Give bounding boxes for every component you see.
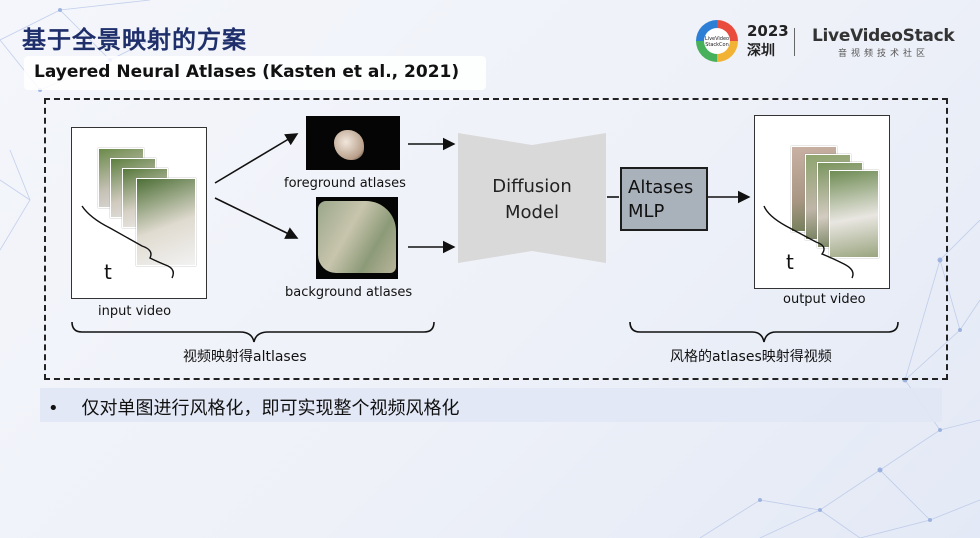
bullet-strip	[40, 388, 942, 422]
output-frame-4	[829, 170, 879, 258]
background-atlas-image	[316, 197, 398, 279]
diffusion-model-label: Diffusion Model	[492, 176, 572, 223]
logo-inner	[704, 28, 730, 54]
foreground-atlas-label: foreground atlases	[284, 176, 406, 191]
output-video-box	[754, 115, 890, 289]
foreground-atlas-image	[306, 116, 400, 170]
logo-badge-text: LiveVideo StackCon	[704, 36, 730, 48]
output-video-label: output video	[783, 292, 866, 307]
logo-year: 2023	[747, 22, 789, 40]
diffusion-model-shape	[458, 133, 606, 263]
subtitle-box	[24, 56, 486, 90]
logo-city: 深圳	[747, 43, 775, 59]
left-group-label: 视频映射得altlases	[183, 349, 307, 365]
right-group-label: 风格的atlases映射得视频	[670, 349, 832, 365]
brand-name: LiveVideoStack	[812, 26, 955, 46]
brand-subtitle: 音视频技术社区	[838, 49, 930, 59]
diagram-frame	[44, 98, 948, 380]
input-video-label: input video	[98, 304, 172, 319]
output-time-brace	[763, 205, 854, 279]
atlases-mlp-box	[620, 167, 708, 231]
input-video-box	[71, 127, 207, 299]
bullet-dot: •	[48, 398, 82, 419]
output-t-label: t	[786, 250, 794, 274]
background-atlas-label: background atlases	[285, 285, 413, 300]
page-subtitle: Layered Neural Atlases (Kasten et al., 2…	[34, 62, 460, 82]
page-title: 基于全景映射的方案	[22, 26, 247, 54]
atlases-mlp-label: Altases MLP	[628, 177, 694, 222]
input-t-label: t	[104, 260, 112, 284]
input-frame-4	[136, 178, 196, 266]
bullet-item: • 仅对单图进行风格化，即可实现整个视频风格化	[48, 398, 460, 419]
logo-divider	[794, 28, 795, 56]
input-time-brace	[81, 205, 175, 279]
